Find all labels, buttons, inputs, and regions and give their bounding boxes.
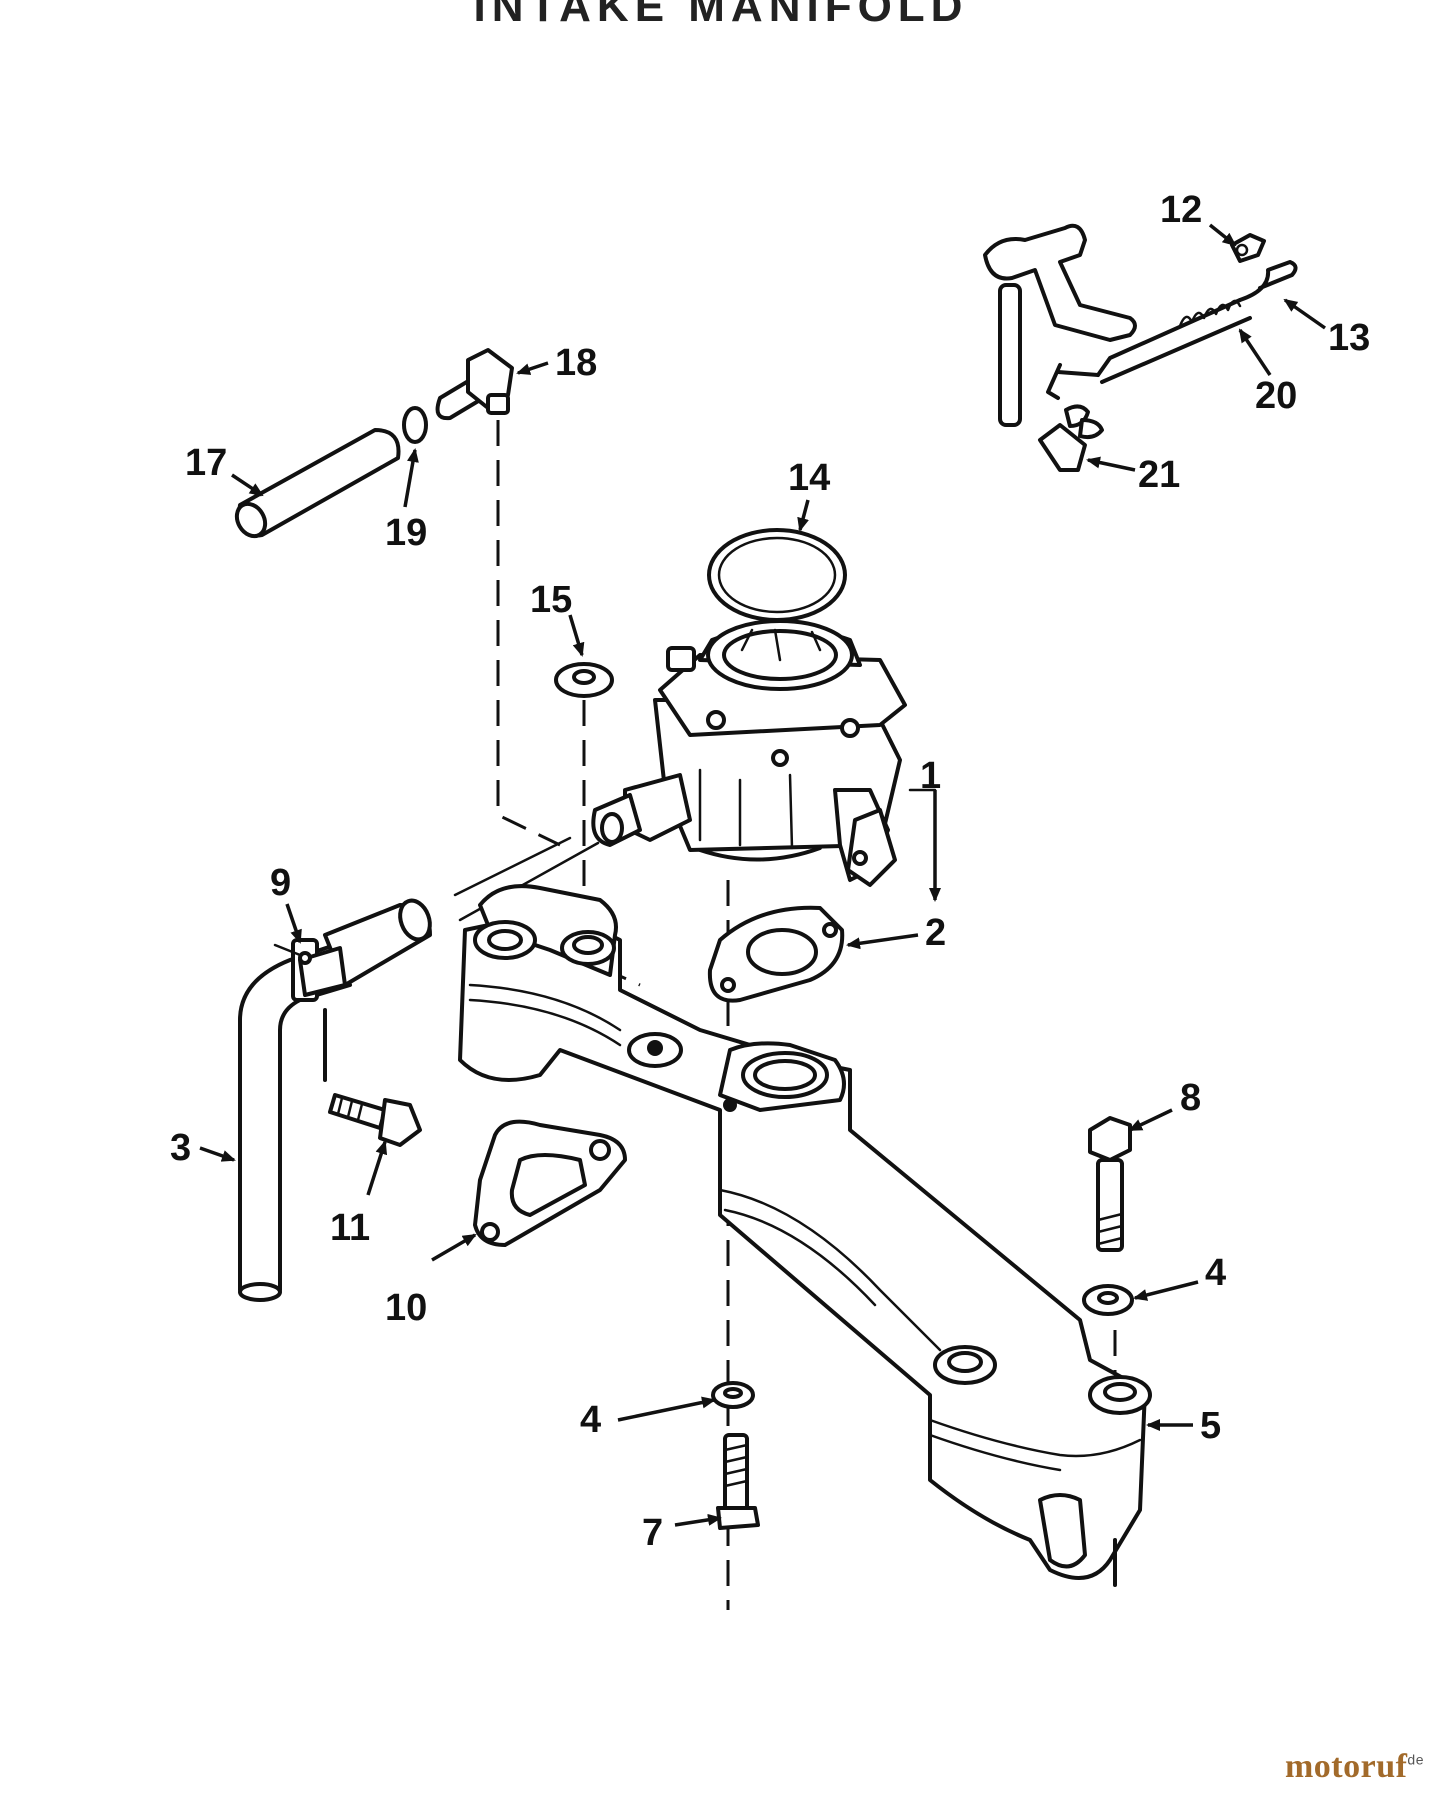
- carburetor: [591, 619, 907, 887]
- centerline-fitting: [496, 420, 561, 847]
- callout-7: 7: [642, 1512, 663, 1554]
- air-cleaner-gasket: [707, 528, 847, 622]
- hose-clamp: [273, 938, 347, 1002]
- manifold-flange-gasket: [473, 1119, 627, 1247]
- bolt-7: [716, 1433, 760, 1530]
- callout-8: 8: [1180, 1077, 1201, 1119]
- intake-manifold: [458, 884, 1152, 1587]
- throttle-bracket: [983, 223, 1137, 427]
- callout-12: 12: [1160, 189, 1202, 231]
- washer-4-left: [711, 1381, 755, 1409]
- watermark-tld: de: [1407, 1751, 1424, 1768]
- callout-10: 10: [385, 1287, 427, 1329]
- vent-tube: [234, 428, 401, 539]
- washer-4-right: [1082, 1284, 1134, 1316]
- callout-20: 20: [1255, 375, 1297, 417]
- callout-14: 14: [788, 457, 830, 499]
- wing-nut: [1038, 404, 1104, 472]
- pcv-hose: [238, 898, 432, 1302]
- callout-11: 11: [330, 1207, 370, 1249]
- watermark-logo: motorufde: [1285, 1748, 1424, 1786]
- throttle-spring: [1046, 260, 1298, 400]
- callout-19: 19: [385, 512, 427, 554]
- flange-bolt: [323, 1008, 422, 1147]
- carburetor-base-gasket: [707, 905, 845, 1003]
- o-ring: [402, 406, 428, 444]
- spring-clip: [1230, 233, 1266, 263]
- callout-1: 1: [920, 755, 941, 797]
- callout-21: 21: [1138, 454, 1180, 496]
- callout-17: 17: [185, 442, 227, 484]
- callout-3: 3: [170, 1127, 191, 1169]
- callout-18: 18: [555, 342, 597, 384]
- bolt-8: [1088, 1116, 1132, 1252]
- elbow-fitting: [435, 348, 514, 421]
- callout-9: 9: [270, 862, 291, 904]
- page-title: INTAKE MANIFOLD: [473, 0, 969, 31]
- washer-15: [554, 662, 614, 698]
- callout-4-right: 4: [1205, 1252, 1226, 1294]
- callout-13: 13: [1328, 317, 1370, 359]
- callout-5: 5: [1200, 1405, 1221, 1447]
- watermark-name: motoruf: [1284, 1748, 1408, 1785]
- callout-2: 2: [925, 912, 946, 954]
- callout-4-left: 4: [580, 1399, 601, 1441]
- callout-leaders: [199, 223, 1327, 1527]
- callout-15: 15: [530, 579, 572, 621]
